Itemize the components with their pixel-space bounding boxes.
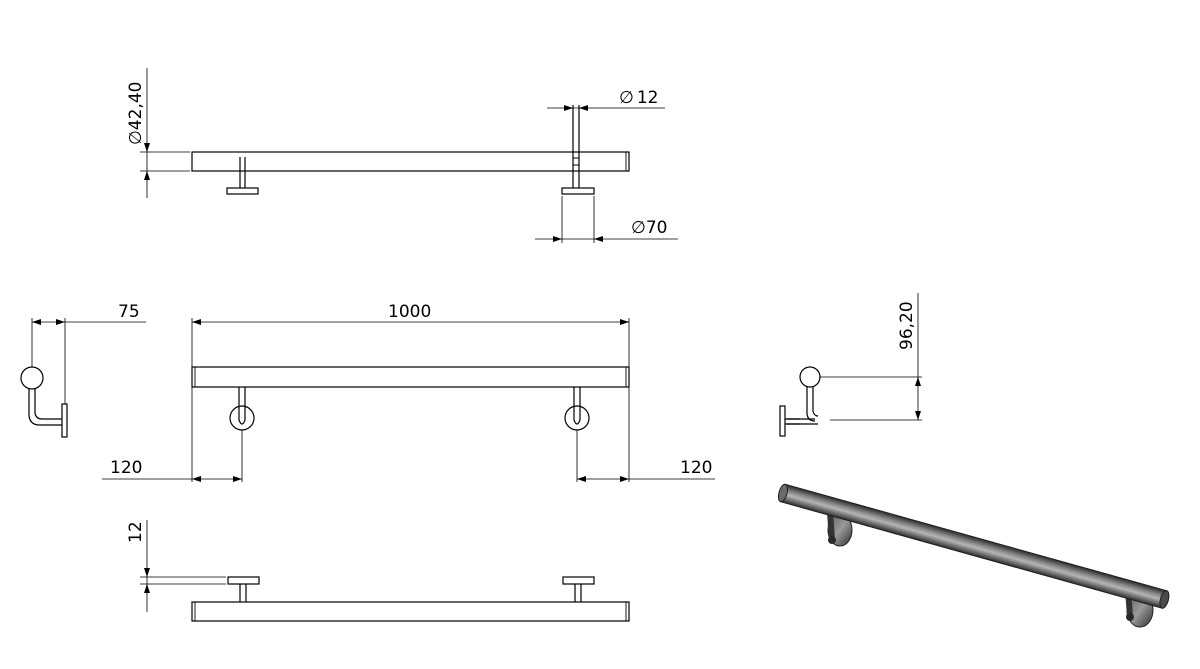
- top-view-tube: [191, 151, 630, 172]
- front-view-left-rod: [238, 387, 246, 425]
- bottom-view: 12: [126, 520, 630, 622]
- dim-length: 1000: [191, 302, 630, 482]
- dim-tube-diameter: ∅42,40: [126, 68, 190, 198]
- side-view-right-plate: [779, 405, 786, 437]
- label-plate-thickness: 12: [126, 521, 146, 543]
- label-tube-diameter: ∅42,40: [126, 82, 146, 145]
- dim-height: 96,20: [820, 293, 922, 421]
- dim-plate-diameter: ∅70: [535, 196, 678, 243]
- top-view-right-rod: [572, 105, 580, 188]
- front-view-tube: [191, 366, 630, 388]
- dim-end-offset-left: 120: [102, 430, 243, 482]
- dim-end-offset-right: 120: [576, 430, 715, 482]
- side-view-left-arm-inner: [34, 389, 62, 420]
- dim-wall-offset: 75: [31, 302, 146, 404]
- side-view-right-tube: [799, 366, 821, 388]
- side-view-left-plate: [61, 403, 68, 438]
- label-plate-diameter: ∅70: [631, 218, 667, 238]
- bottom-view-right-rod: [574, 584, 582, 602]
- bottom-view-left-rod: [239, 584, 247, 602]
- front-view-left-plate: [229, 405, 255, 431]
- top-view-right-plate: [561, 187, 595, 195]
- label-end-offset-left: 120: [110, 458, 142, 478]
- bottom-view-left-plate: [227, 576, 260, 585]
- render-left-bracket: [827, 509, 853, 547]
- top-view-left-rod: [239, 157, 246, 188]
- front-view-right-rod: [573, 387, 581, 425]
- bottom-view-right-plate: [562, 576, 595, 585]
- side-view-left-arm-outer: [28, 389, 62, 426]
- top-view: ∅42,40 ∅12 ∅70: [126, 68, 678, 243]
- bottom-view-tube: [191, 601, 630, 622]
- side-view-left: 75: [20, 302, 146, 438]
- top-view-left-plate: [226, 187, 259, 195]
- label-rod-diameter: ∅12: [619, 88, 658, 108]
- side-view-right: 96,20: [779, 293, 922, 437]
- isometric-render: [777, 483, 1170, 628]
- side-view-left-tube: [20, 366, 44, 390]
- label-wall-offset: 75: [118, 302, 140, 322]
- dim-plate-thickness: 12: [126, 520, 226, 612]
- front-view: 1000 120 120: [102, 302, 715, 482]
- side-view-right-arm: [806, 387, 819, 422]
- label-end-offset-right: 120: [680, 458, 712, 478]
- front-view-right-plate: [564, 405, 590, 431]
- label-length: 1000: [388, 302, 431, 322]
- dim-rod-diameter: ∅12: [547, 88, 665, 113]
- render-tube: [777, 483, 1170, 609]
- label-height: 96,20: [897, 301, 917, 350]
